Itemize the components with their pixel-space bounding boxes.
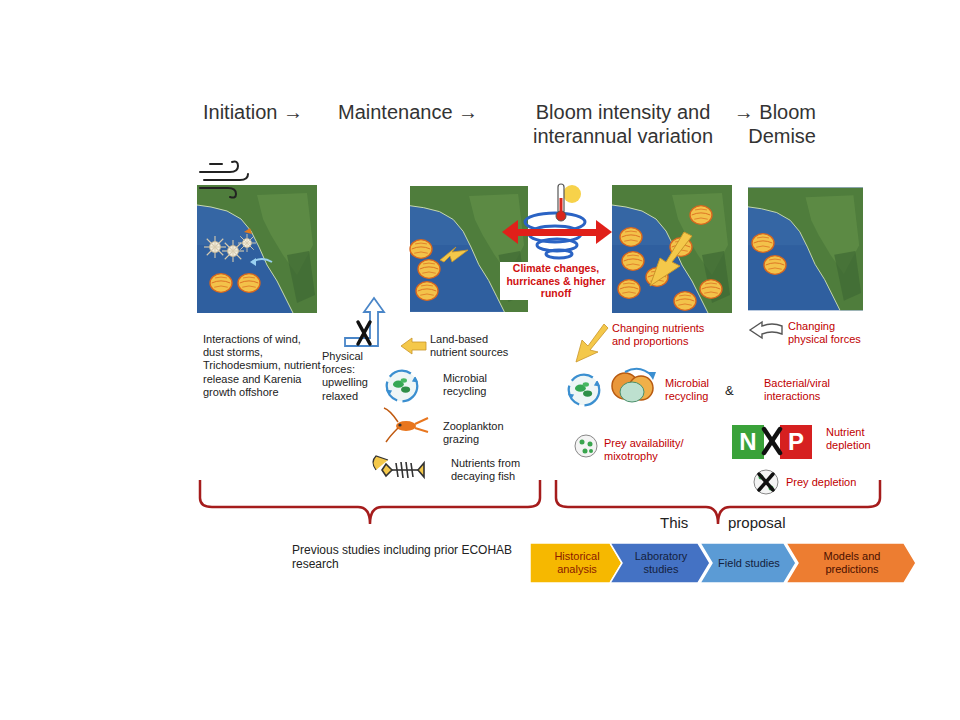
nutrient-box: P: [780, 425, 812, 459]
label-text: Prey depletion: [786, 476, 870, 489]
label-text: proposal: [728, 514, 808, 532]
chevron-fill: [610, 543, 710, 583]
label-text: Zooplankton grazing: [443, 420, 525, 446]
label-text: Bacterial/viral interactions: [764, 377, 868, 403]
node-text: N: [739, 428, 756, 456]
stage-chevron: Models and predictions: [786, 543, 916, 583]
label-text: Physical forces: upwelling relaxed: [322, 350, 388, 403]
node-text: Historical analysis: [546, 550, 608, 575]
nutrient-box: N: [732, 425, 764, 459]
stage-chevron: Field studies: [700, 543, 796, 583]
node-text: Laboratory studies: [626, 550, 696, 575]
stage-chevron: Laboratory studies: [610, 543, 710, 583]
label-text: Prey availability/ mixotrophy: [604, 437, 708, 463]
label-text: This: [660, 514, 704, 532]
label-text: Microbial recycling: [443, 372, 515, 398]
chevron-fill: [700, 543, 796, 583]
stage-chevron: Historical analysis: [530, 543, 622, 583]
label-text: → Bloom Demise: [708, 100, 816, 148]
label-text: Changing nutrients and proportions: [612, 322, 716, 348]
label-text: Interactions of wind, dust storms, Trich…: [203, 333, 321, 399]
label-text: Land-based nutrient sources: [430, 333, 525, 359]
label-text: Bloom intensity and interannual variatio…: [532, 100, 714, 148]
label-text: Previous studies including prior ECOHAB …: [292, 543, 522, 572]
chevron-fill: [786, 543, 916, 583]
label-text: Initiation →: [203, 100, 333, 124]
label-text: &: [725, 383, 739, 399]
label-text: Microbial recycling: [665, 377, 723, 403]
chevron-fill: [530, 543, 622, 583]
node-text: P: [788, 428, 804, 456]
label-text: Climate changes, hurricanes & higher run…: [500, 262, 612, 300]
node-text: Field studies: [718, 557, 780, 570]
label-text: Changing physical forces: [788, 320, 868, 346]
label-text: Nutrient depletion: [826, 426, 898, 452]
label-text: Nutrients from decaying fish: [451, 457, 539, 483]
node-text: Models and predictions: [802, 550, 902, 575]
label-text: Maintenance →: [338, 100, 513, 124]
